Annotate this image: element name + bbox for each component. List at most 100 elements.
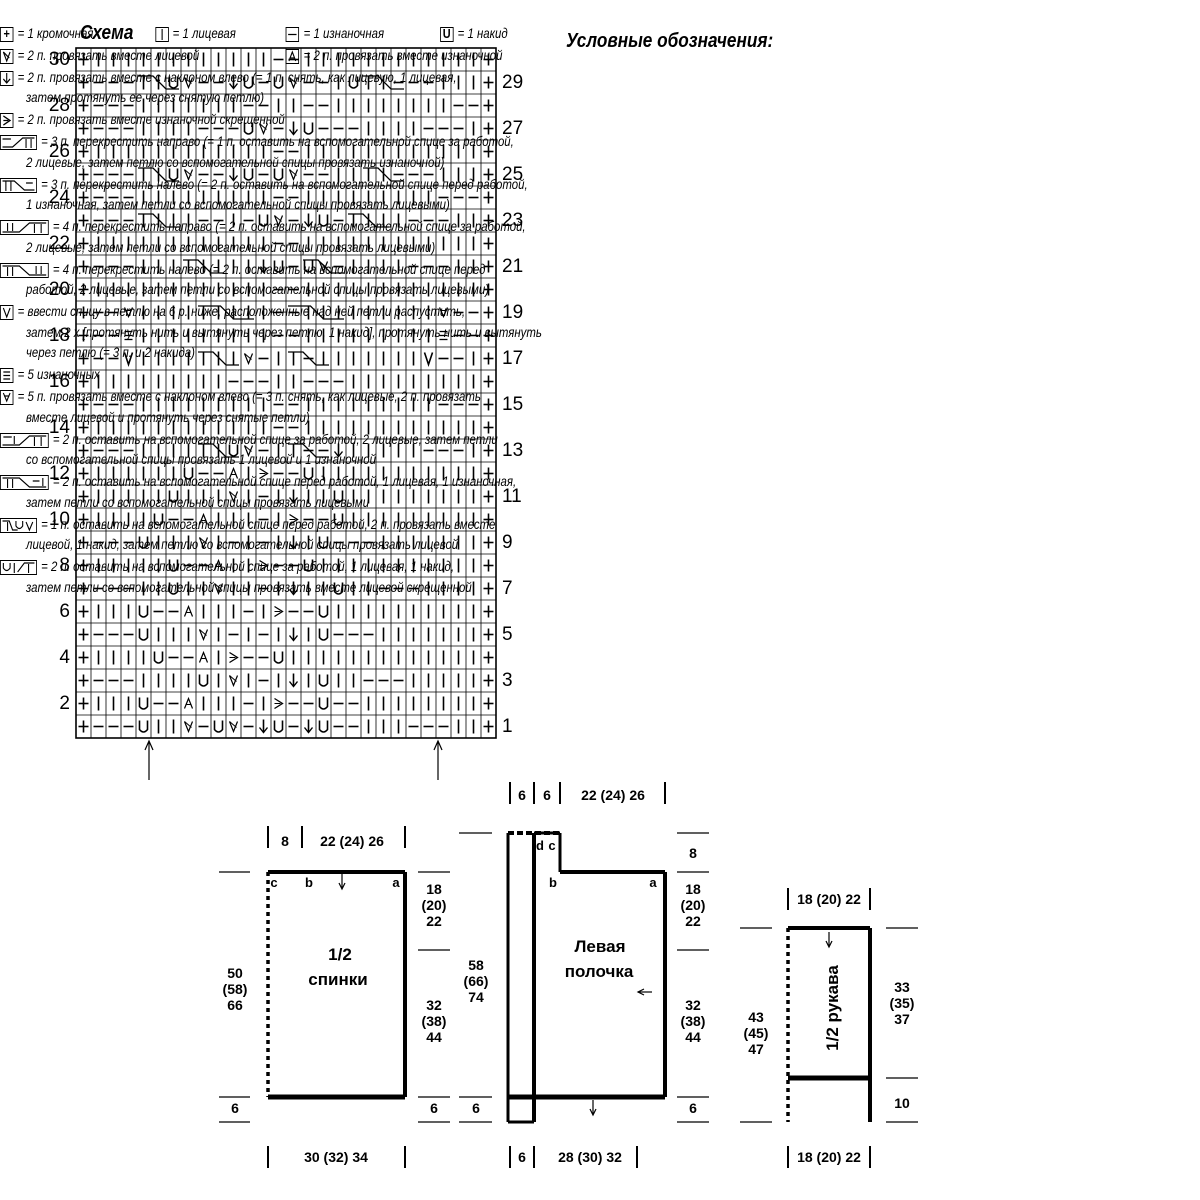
stitch-+ <box>483 237 494 250</box>
left-row-number: 28 <box>49 95 70 116</box>
stitch-U <box>153 651 164 664</box>
back-top-dim: 22 (24) 26 <box>320 833 384 849</box>
stitch-+ <box>78 283 89 296</box>
stitch-s <box>303 719 314 734</box>
stitch-U <box>153 513 164 526</box>
stitch-k <box>258 123 269 136</box>
back-label: спинки <box>308 970 367 989</box>
cable-mark <box>198 351 239 366</box>
legend-text: = 2 п. провязать вместе изнаночной скрещ… <box>17 112 285 128</box>
right-row-number: 19 <box>502 302 523 323</box>
stitch-s <box>288 627 299 642</box>
front-bottom-dim: 6 <box>518 1149 526 1165</box>
cable-mark <box>138 75 179 90</box>
stitch-+ <box>483 674 494 687</box>
stitch-+ <box>78 444 89 457</box>
stitch-U <box>138 697 149 710</box>
chart-title: Схема <box>80 22 134 44</box>
stitch-U <box>168 559 179 572</box>
stitch-+ <box>483 306 494 319</box>
stitch-+ <box>483 398 494 411</box>
stitch-+ <box>78 513 89 526</box>
back-right-dim-top: 22 <box>426 913 442 929</box>
legend-item: = 2 п. провязать вместе изнаночной скрещ… <box>0 112 285 129</box>
stitch-+ <box>78 191 89 204</box>
stitch-+ <box>483 720 494 733</box>
stitch-U <box>168 582 179 595</box>
stitch-x <box>274 697 284 710</box>
legend-item: = 2 п. оставить на вспомогательной спице… <box>0 432 498 448</box>
stitch-+ <box>78 375 89 388</box>
sleeve-left-dim: 43 <box>748 1009 764 1025</box>
legend-item-continued: затем протянуть ее через снятую петлю) <box>26 90 265 106</box>
left-row-number: 22 <box>49 233 70 254</box>
stitch-s <box>258 719 269 734</box>
stitch-k <box>288 77 299 90</box>
cable-mark <box>288 305 344 320</box>
front-right-top: 8 <box>689 845 697 861</box>
front-label: полочка <box>565 962 634 981</box>
stitch-+ <box>483 582 494 595</box>
stitch-k <box>183 721 194 734</box>
legend-item: = 1 лицевая <box>154 26 236 42</box>
stitch-+ <box>483 168 494 181</box>
stitch-+ <box>78 53 89 66</box>
stitch-p <box>213 558 224 571</box>
stitch-+ <box>78 674 89 687</box>
stitch-U <box>333 582 344 595</box>
legend-text: = 3 п. перекрестить направо (= 1 п. оста… <box>41 134 514 150</box>
legend-text: = 2 п. оставить на вспомогательной спице… <box>41 559 455 575</box>
stitch-+ <box>78 214 89 227</box>
stitch-+ <box>78 605 89 618</box>
legend-text: = 4 п. перекрестить налево (= 2 п. остав… <box>52 261 486 277</box>
legend-item: = 1 п. оставить на вспомогательной спице… <box>0 517 495 533</box>
stitch-+ <box>483 329 494 342</box>
cable-mark <box>138 213 179 228</box>
stitch-U <box>273 76 284 89</box>
legend-item-continued: вместе лицевой и протянуть через снятые … <box>26 409 310 425</box>
stitch-s <box>288 121 299 136</box>
stitch-+ <box>483 421 494 434</box>
stitch-p <box>228 466 239 479</box>
stitch-k <box>228 491 239 504</box>
right-row-number: 1 <box>502 716 513 737</box>
legend-item-continued: 2 лицевые, затем петлю со вспомогательно… <box>26 154 445 170</box>
right-row-number: 27 <box>502 118 523 139</box>
legend-item: = 1 изнаночная <box>285 26 385 42</box>
left-row-number: 20 <box>49 279 70 300</box>
stitch-+ <box>483 697 494 710</box>
row-numbers: 3028262422201816141210864229272523211917… <box>49 49 523 737</box>
stitch-x <box>274 605 284 618</box>
stitch-k <box>198 537 209 550</box>
stitch-k <box>243 353 254 366</box>
stitch-f <box>123 307 134 319</box>
cable-mark <box>198 305 254 320</box>
stitch-+ <box>483 444 494 457</box>
stitch-s <box>228 167 239 182</box>
stitch-U <box>213 720 224 733</box>
stitch-+ <box>483 214 494 227</box>
stitch-+ <box>78 237 89 250</box>
stitch-U <box>303 559 314 572</box>
left-row-number: 2 <box>59 693 70 714</box>
stitch-U <box>273 720 284 733</box>
stitch-s <box>228 75 239 90</box>
stitch-k <box>183 169 194 182</box>
stitch-+ <box>78 559 89 572</box>
legend-item: = 4 п. перекрестить направо (= 2 п. оста… <box>0 219 526 236</box>
legend-item-continued: затем 2 х [протянуть нить и вытянуть чер… <box>26 324 542 340</box>
right-row-number: 17 <box>502 348 523 369</box>
legend-text: = 1 изнаночная <box>303 26 385 41</box>
stitch-U <box>303 260 314 273</box>
repeat-arrow-head <box>433 739 443 751</box>
cable-mark <box>288 443 329 458</box>
stitch-s <box>288 489 299 504</box>
stitch-k <box>228 675 239 688</box>
left-row-number: 24 <box>49 187 71 208</box>
right-row-number: 11 <box>502 486 522 507</box>
stitch-+ <box>483 145 494 158</box>
cable-mark <box>198 443 239 458</box>
stitch-+ <box>483 375 494 388</box>
legend-text: = 2 п. провязать вместе с наклоном влево… <box>17 69 457 85</box>
cable-mark <box>363 75 404 90</box>
